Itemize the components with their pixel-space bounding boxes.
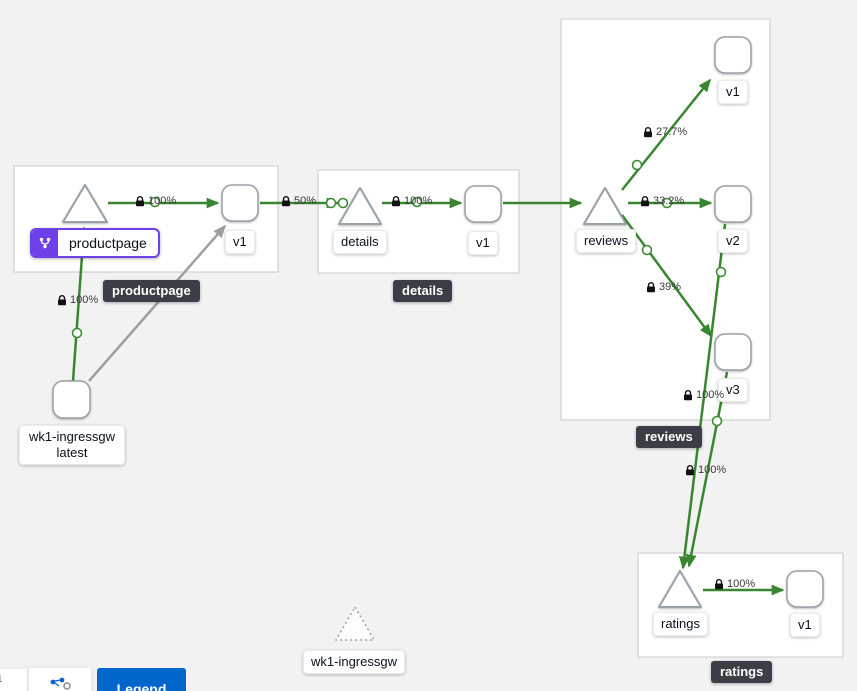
graph-network-icon	[50, 677, 71, 690]
node-productpage-service[interactable]	[62, 184, 108, 223]
edge-label-ratings-to-v1: 100%	[714, 578, 755, 590]
node-idle-gateway-service[interactable]	[335, 606, 375, 641]
edge-label-reviews-v2-to-ratings: 100%	[683, 389, 724, 401]
node-productpage-v1[interactable]	[221, 184, 259, 222]
edge-reviews-v2-to-ratings[interactable]	[679, 223, 727, 570]
edge-ingress-to-productpage-v1-idle[interactable]	[88, 224, 227, 382]
edge-label-ingress-to-productpage: 100%	[57, 294, 98, 306]
mtls-lock-icon	[686, 464, 694, 475]
legend-button[interactable]: Legend	[97, 668, 186, 691]
edge-reviews-to-v3[interactable]	[620, 214, 713, 338]
node-label-details[interactable]: details	[333, 230, 387, 254]
node-details-v1[interactable]	[464, 185, 502, 223]
edge-label-v1-to-details: 50%	[281, 195, 316, 207]
node-reviews-v3[interactable]	[714, 333, 752, 371]
legend-button-label: Legend	[116, 681, 167, 691]
node-label-idle-gateway[interactable]: wk1-ingressgw	[303, 650, 405, 674]
mtls-lock-icon	[58, 294, 66, 305]
mtls-lock-icon	[647, 281, 655, 292]
toolbar-partial-button[interactable]: 1	[0, 668, 28, 691]
mtls-lock-icon	[715, 578, 723, 589]
node-reviews-service[interactable]	[583, 187, 627, 225]
node-label-ratings-v1[interactable]: v1	[790, 613, 820, 637]
edge-label-details-to-v1: 100%	[391, 195, 432, 207]
group-tooltip-productpage: productpage	[103, 280, 200, 302]
node-label-productpage-v1[interactable]: v1	[225, 230, 255, 254]
node-label-ingress-workload[interactable]: wk1-ingressgw latest	[19, 425, 125, 465]
node-ingress-workload[interactable]	[52, 380, 91, 419]
node-label-details-v1[interactable]: v1	[468, 231, 498, 255]
mtls-lock-icon	[282, 195, 290, 206]
node-label-reviews-v2[interactable]: v2	[718, 229, 748, 253]
selected-node-badge-productpage[interactable]: productpage	[30, 228, 160, 258]
edge-reviews-to-v1[interactable]	[621, 78, 712, 191]
mtls-lock-icon	[392, 195, 400, 206]
edge-label-reviews-to-v2: 33.2%	[640, 195, 684, 207]
group-tooltip-details: details	[393, 280, 453, 302]
edge-label-reviews-to-v3: 39%	[646, 281, 681, 293]
edge-label-reviews-to-v1: 27.7%	[643, 126, 687, 138]
node-label-productpage: productpage	[69, 235, 147, 251]
group-tooltip-reviews: reviews	[636, 426, 702, 448]
node-reviews-v1[interactable]	[714, 36, 752, 74]
node-label-reviews-v1[interactable]: v1	[718, 80, 748, 104]
traffic-dots	[71, 159, 727, 427]
edge-label-reviews-v3-to-ratings: 100%	[685, 464, 726, 476]
edge-label-productpage-to-v1: 100%	[135, 195, 176, 207]
mtls-lock-icon	[641, 195, 649, 206]
node-label-reviews[interactable]: reviews	[576, 229, 637, 253]
node-details-service[interactable]	[338, 187, 382, 225]
group-tooltip-ratings: ratings	[711, 661, 773, 683]
ingress-workload-version: latest	[56, 445, 88, 460]
mtls-lock-icon	[644, 126, 652, 137]
virtual-service-branch-icon	[32, 230, 58, 256]
mtls-lock-icon	[684, 389, 692, 400]
node-ratings-service[interactable]	[658, 570, 702, 608]
node-reviews-v2[interactable]	[714, 185, 752, 223]
mtls-lock-icon	[136, 195, 144, 206]
node-ratings-v1[interactable]	[786, 570, 824, 608]
edge-reviews-v3-to-ratings[interactable]	[685, 371, 729, 568]
node-label-reviews-v3[interactable]: v3	[718, 378, 748, 402]
node-label-ratings[interactable]: ratings	[653, 612, 709, 636]
graph-layout-button[interactable]	[28, 667, 92, 691]
ingress-workload-name: wk1-ingressgw	[29, 429, 115, 444]
toolbar-partial-text: 1	[0, 672, 7, 687]
